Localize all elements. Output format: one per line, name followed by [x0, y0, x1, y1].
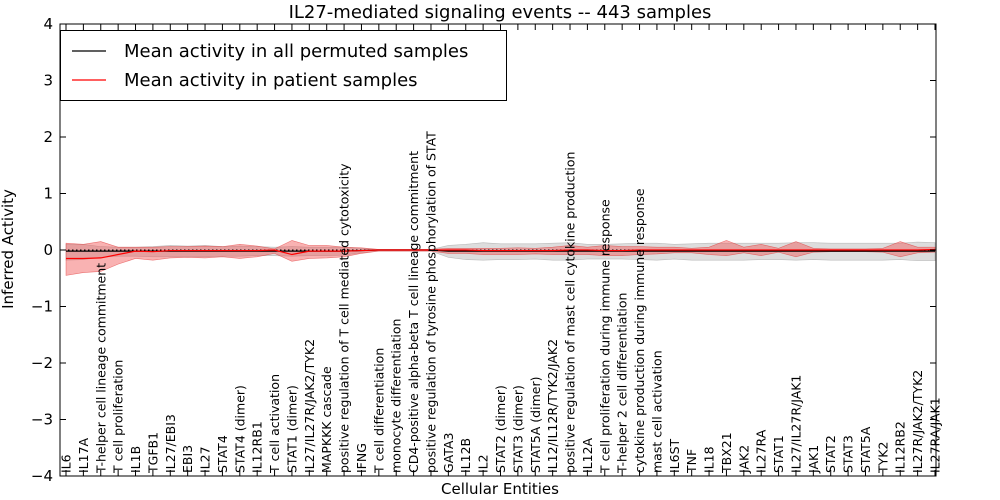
- chart-title: IL27-mediated signaling events -- 443 sa…: [289, 2, 712, 23]
- y-tick-label: −3: [31, 411, 53, 429]
- x-tick-label: T cell activation: [267, 374, 282, 474]
- x-tick-label: JAK1: [806, 445, 821, 474]
- x-tick-label: IL6: [59, 454, 74, 473]
- x-tick-label: IL27RA/JAK1: [928, 397, 943, 473]
- y-tick-label: 1: [43, 185, 53, 203]
- y-tick-label: −2: [31, 354, 53, 372]
- y-tick-label: 0: [43, 241, 53, 259]
- y-tick-label: 4: [43, 15, 53, 33]
- x-tick-label: GATA3: [441, 433, 456, 473]
- plot-area: [60, 240, 936, 276]
- x-tick-label: IL27/IL27R/JAK1: [788, 375, 803, 473]
- y-tick-label: −1: [31, 298, 53, 316]
- y-tick-label: 3: [43, 72, 53, 90]
- x-tick-label: TGFB1: [145, 432, 160, 474]
- x-tick-label: CD4-positive alpha-beta T cell lineage c…: [406, 151, 421, 473]
- x-tick-label: TYK2: [875, 442, 890, 474]
- x-tick-label: IL27/EBI3: [163, 414, 178, 473]
- x-tick-label: STAT1: [771, 435, 786, 473]
- x-tick-label: IL12A: [580, 437, 595, 473]
- x-tick-label: positive regulation of T cell mediated c…: [337, 163, 352, 473]
- x-tick-label: EBI3: [180, 445, 195, 473]
- x-tick-label: IL27/IL27R/JAK2/TYK2: [302, 339, 317, 473]
- y-axis-label: Inferred Activity: [0, 189, 17, 309]
- y-tick-label: 2: [43, 128, 53, 146]
- x-tick-label: monocyte differentiation: [389, 319, 404, 473]
- legend: Mean activity in all permuted samplesMea…: [60, 30, 507, 101]
- x-tick-label: STAT2 (dimer): [493, 385, 508, 473]
- x-tick-label: STAT3: [841, 435, 856, 473]
- legend-label-1: Mean activity in patient samples: [124, 70, 418, 91]
- x-tick-label: IL1B: [128, 446, 143, 473]
- x-tick-label: T cell proliferation: [111, 360, 126, 474]
- x-tick-label: T-helper 2 cell differentiation: [615, 293, 630, 474]
- x-tick-label: MAPKKK cascade: [319, 366, 334, 473]
- x-tick-label: IL27: [198, 446, 213, 473]
- x-tick-label: IL2: [476, 454, 491, 473]
- x-tick-label: IL17A: [76, 437, 91, 473]
- x-tick-label: STAT1 (dimer): [284, 385, 299, 473]
- x-axis-label: Cellular Entities: [441, 480, 559, 498]
- x-tick-label: IL12/IL12R/TYK2/JAK2: [545, 339, 560, 473]
- x-tick-label: STAT5A: [858, 426, 873, 473]
- x-tick-label: cytokine production during immune respon…: [632, 188, 647, 473]
- x-tick-label: IL12RB2: [893, 421, 908, 473]
- x-tick-label: T cell differentiation: [371, 348, 386, 474]
- x-tick-label: mast cell activation: [649, 350, 664, 473]
- legend-label-0: Mean activity in all permuted samples: [124, 41, 468, 62]
- x-tick-label: STAT4: [215, 435, 230, 473]
- series-line-1: [66, 248, 936, 260]
- x-tick-label: IL12RB1: [250, 421, 265, 473]
- x-tick-label: IL18: [702, 446, 717, 473]
- x-tick-label: STAT5A (dimer): [528, 377, 543, 473]
- x-tick-label: STAT2: [823, 435, 838, 473]
- x-tick-label: IL6ST: [667, 438, 682, 473]
- series-band-1: [65, 240, 936, 276]
- x-tick-label: IL27R/JAK2/TYK2: [910, 370, 925, 473]
- x-tick-label: T-helper cell lineage commitment: [93, 263, 108, 474]
- x-tick-label: STAT3 (dimer): [510, 385, 525, 473]
- x-tick-label: TBX21: [719, 432, 734, 474]
- plot-frame: [59, 23, 937, 477]
- x-tick-label: TNF: [684, 449, 699, 474]
- x-tick-label: positive regulation of tyrosine phosphor…: [423, 131, 438, 473]
- y-tick-label: −4: [31, 467, 53, 485]
- x-tick-label: IL12B: [458, 438, 473, 473]
- x-tick-label: IL27RA: [754, 429, 769, 473]
- x-tick-label: JAK2: [736, 445, 751, 474]
- x-tick-label: STAT4 (dimer): [232, 385, 247, 473]
- x-tick-label: positive regulation of mast cell cytokin…: [563, 152, 578, 473]
- x-tick-label: T cell proliferation during immune respo…: [597, 199, 612, 474]
- x-tick-label: IFNG: [354, 443, 369, 473]
- legend-box: [60, 30, 507, 101]
